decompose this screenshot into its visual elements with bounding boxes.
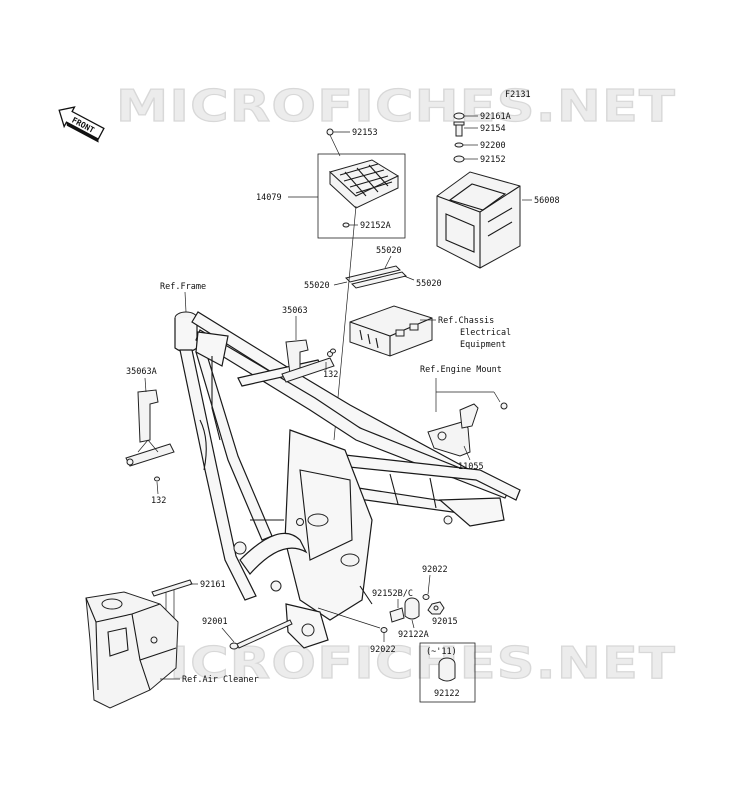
label-14079: 14079 — [256, 193, 282, 203]
washer-92022-bottom — [380, 627, 388, 633]
label-55020-top: 55020 — [376, 246, 402, 256]
bracket-35063A — [125, 389, 175, 467]
bolt-92001 — [229, 619, 293, 650]
label-92001: 92001 — [202, 617, 228, 627]
year-note: (~'11) — [426, 647, 457, 657]
label-35063: 35063 — [282, 306, 308, 316]
engine-mount-11055 — [427, 402, 508, 457]
air-cleaner-box — [85, 591, 179, 709]
label-92153: 92153 — [352, 128, 378, 138]
motorcycle-frame — [174, 311, 521, 649]
label-92200: 92200 — [480, 141, 506, 151]
label-55020-left: 55020 — [304, 281, 330, 291]
callout-box-14079 — [317, 153, 406, 239]
ref-chassis-line3: Equipment — [460, 340, 506, 350]
label-92122A: 92122A — [398, 630, 429, 640]
figure-code: F2131 — [505, 90, 531, 100]
callout-box-92122 — [419, 642, 476, 703]
collar-92152BC — [389, 607, 405, 623]
pads-55020 — [345, 265, 407, 289]
label-92022-top: 92022 — [422, 565, 448, 575]
label-92022-bottom: 92022 — [370, 645, 396, 655]
label-132-left: 132 — [151, 496, 166, 506]
front-arrow-icon: FRONT — [58, 106, 105, 143]
bushing-92122 — [438, 657, 456, 682]
label-92154: 92154 — [480, 124, 506, 134]
label-92152A: 92152A — [360, 221, 391, 231]
label-56008: 56008 — [534, 196, 560, 206]
label-92015: 92015 — [432, 617, 458, 627]
ref-chassis-line2: Electrical — [460, 328, 511, 338]
ref-engine-mount-label: Ref.Engine Mount — [420, 365, 502, 375]
label-92152: 92152 — [480, 155, 506, 165]
label-92122: 92122 — [434, 689, 460, 699]
bracket-35063 — [281, 339, 335, 383]
cover-14079 — [329, 159, 400, 209]
top-hardware-stack — [453, 112, 478, 163]
battery-ref-chassis — [349, 305, 433, 357]
watermark-bottom: MICROFICHES.NET — [116, 638, 676, 689]
ref-air-cleaner-label: Ref.Air Cleaner — [182, 675, 259, 685]
label-92161: 92161 — [200, 580, 226, 590]
bushing-92122A — [404, 597, 420, 620]
washer-92022-top — [422, 594, 430, 600]
battery-case-56008 — [436, 171, 521, 269]
nut-92015 — [427, 601, 445, 615]
watermark-top: MICROFICHES.NET — [116, 81, 676, 132]
label-132-right: 132 — [323, 370, 338, 380]
label-35063A: 35063A — [126, 367, 157, 377]
label-92152BC: 92152B/C — [372, 589, 413, 599]
ref-chassis-line1: Ref.Chassis — [438, 316, 494, 326]
strip-92161 — [151, 579, 193, 597]
label-11055: 11055 — [458, 462, 484, 472]
ref-frame-label: Ref.Frame — [160, 282, 206, 292]
label-55020-right: 55020 — [416, 279, 442, 289]
label-92161A: 92161A — [480, 112, 511, 122]
